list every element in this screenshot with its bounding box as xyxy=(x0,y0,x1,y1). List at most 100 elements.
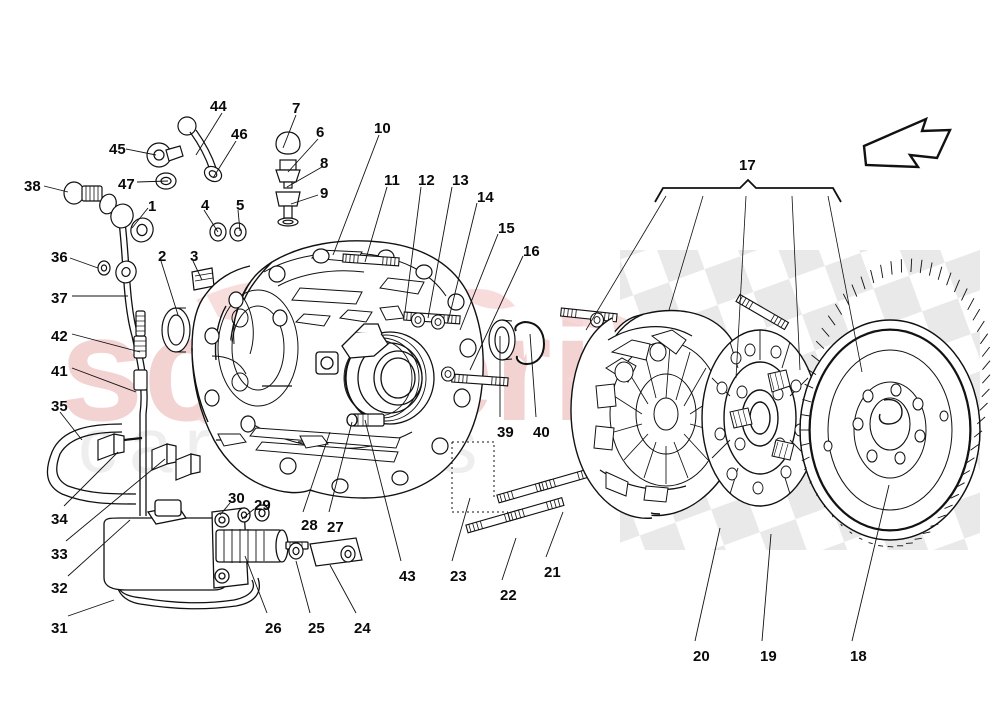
bracket-17-leaders xyxy=(585,195,863,379)
leader-line-32 xyxy=(67,519,131,577)
callout-label-25: 25 xyxy=(308,620,325,637)
leader-line-46 xyxy=(212,140,237,179)
callout-label-30: 30 xyxy=(228,490,245,507)
leader-line-40 xyxy=(529,333,537,418)
callout-label-4: 4 xyxy=(201,197,210,214)
leader-line-19 xyxy=(761,533,772,642)
leader-line-26 xyxy=(244,555,268,614)
callout-label-12: 12 xyxy=(418,172,435,189)
direction-arrow xyxy=(862,116,952,169)
callout-label-8: 8 xyxy=(320,155,329,172)
leader-line-18 xyxy=(851,484,890,642)
callout-label-27: 27 xyxy=(327,519,344,536)
callout-label-13: 13 xyxy=(452,172,469,189)
callout-label-5: 5 xyxy=(236,197,245,214)
callout-label-40: 40 xyxy=(533,424,550,441)
leader-line-28 xyxy=(302,431,331,513)
callout-label-1: 1 xyxy=(148,198,157,215)
callout-label-33: 33 xyxy=(51,546,68,563)
bell-housing-dotted-outline xyxy=(451,441,508,513)
callout-label-3: 3 xyxy=(190,248,199,265)
leader-line-10 xyxy=(332,134,380,256)
callout-label-9: 9 xyxy=(320,185,329,202)
leader-line-43 xyxy=(364,419,402,562)
callout-label-22: 22 xyxy=(500,587,517,604)
flywheel-ring-gear-teeth xyxy=(799,258,991,548)
callout-label-37: 37 xyxy=(51,290,68,307)
callout-label-17: 17 xyxy=(739,157,756,174)
bracket-leader-2 xyxy=(735,195,747,379)
leader-line-21 xyxy=(545,511,564,558)
callout-label-35: 35 xyxy=(51,398,68,415)
callout-label-43: 43 xyxy=(399,568,416,585)
callout-label-46: 46 xyxy=(231,126,248,143)
callout-label-47: 47 xyxy=(118,176,135,193)
callout-label-32: 32 xyxy=(51,580,68,597)
leader-line-47 xyxy=(136,180,169,183)
callout-label-45: 45 xyxy=(109,141,126,158)
callout-leader-lines xyxy=(43,112,890,642)
callout-label-6: 6 xyxy=(316,124,325,141)
leader-line-34 xyxy=(63,451,119,507)
bracket-leader-0 xyxy=(585,195,667,331)
callout-label-39: 39 xyxy=(497,424,514,441)
leader-line-24 xyxy=(329,564,357,614)
leader-line-30 xyxy=(219,502,231,516)
callout-label-34: 34 xyxy=(51,511,68,528)
callout-label-11: 11 xyxy=(384,172,400,189)
flywheel xyxy=(799,319,981,541)
callout-label-10: 10 xyxy=(374,120,391,137)
leader-line-12 xyxy=(404,186,422,313)
leader-line-3 xyxy=(192,260,203,281)
hose-clips-group xyxy=(97,433,201,481)
leader-line-16 xyxy=(469,255,524,371)
callout-label-36: 36 xyxy=(51,249,68,266)
leader-line-36 xyxy=(69,257,99,269)
bracket-leader-3 xyxy=(791,195,801,371)
callout-label-16: 16 xyxy=(523,243,540,260)
bracket-leader-1 xyxy=(668,195,704,311)
leader-line-6 xyxy=(287,138,319,173)
callout-label-14: 14 xyxy=(477,189,494,206)
leader-line-41 xyxy=(71,367,137,393)
callout-label-24: 24 xyxy=(354,620,371,637)
callout-label-26: 26 xyxy=(265,620,282,637)
callout-label-29: 29 xyxy=(254,497,271,514)
leader-line-42 xyxy=(71,333,141,353)
leader-line-22 xyxy=(501,537,517,581)
callout-label-28: 28 xyxy=(301,517,318,534)
clutch-slave-cylinder xyxy=(103,499,309,591)
pressure-plate-detail xyxy=(593,326,723,503)
callout-label-44: 44 xyxy=(210,98,227,115)
leader-line-15 xyxy=(459,233,499,331)
leader-line-2 xyxy=(160,260,179,316)
leader-line-38 xyxy=(43,185,69,193)
callout-label-15: 15 xyxy=(498,220,515,237)
callout-label-7: 7 xyxy=(292,100,301,117)
leader-line-7 xyxy=(282,114,297,149)
leader-line-14 xyxy=(447,202,478,323)
bracket-leader-4 xyxy=(827,195,863,373)
leader-line-1 xyxy=(131,207,149,229)
leader-line-4 xyxy=(203,209,219,233)
leader-line-23 xyxy=(451,497,471,562)
callout-label-2: 2 xyxy=(158,248,167,265)
small-hardware-items xyxy=(161,222,546,567)
leader-line-44 xyxy=(195,112,223,156)
leader-line-9 xyxy=(290,194,319,205)
leader-line-25 xyxy=(295,560,311,614)
leader-line-20 xyxy=(694,527,721,642)
callout-label-20: 20 xyxy=(693,648,710,665)
callout-label-18: 18 xyxy=(850,648,867,665)
leader-line-31 xyxy=(67,599,115,617)
leader-line-35 xyxy=(59,411,83,441)
concentric-slave-cylinder xyxy=(315,323,435,427)
callout-label-31: 31 xyxy=(51,620,68,637)
leader-line-45 xyxy=(125,148,157,156)
bell-housing-bolt-holes xyxy=(204,248,477,494)
leader-line-8 xyxy=(286,166,323,188)
leader-line-29 xyxy=(241,508,255,520)
leader-line-11 xyxy=(364,186,388,263)
